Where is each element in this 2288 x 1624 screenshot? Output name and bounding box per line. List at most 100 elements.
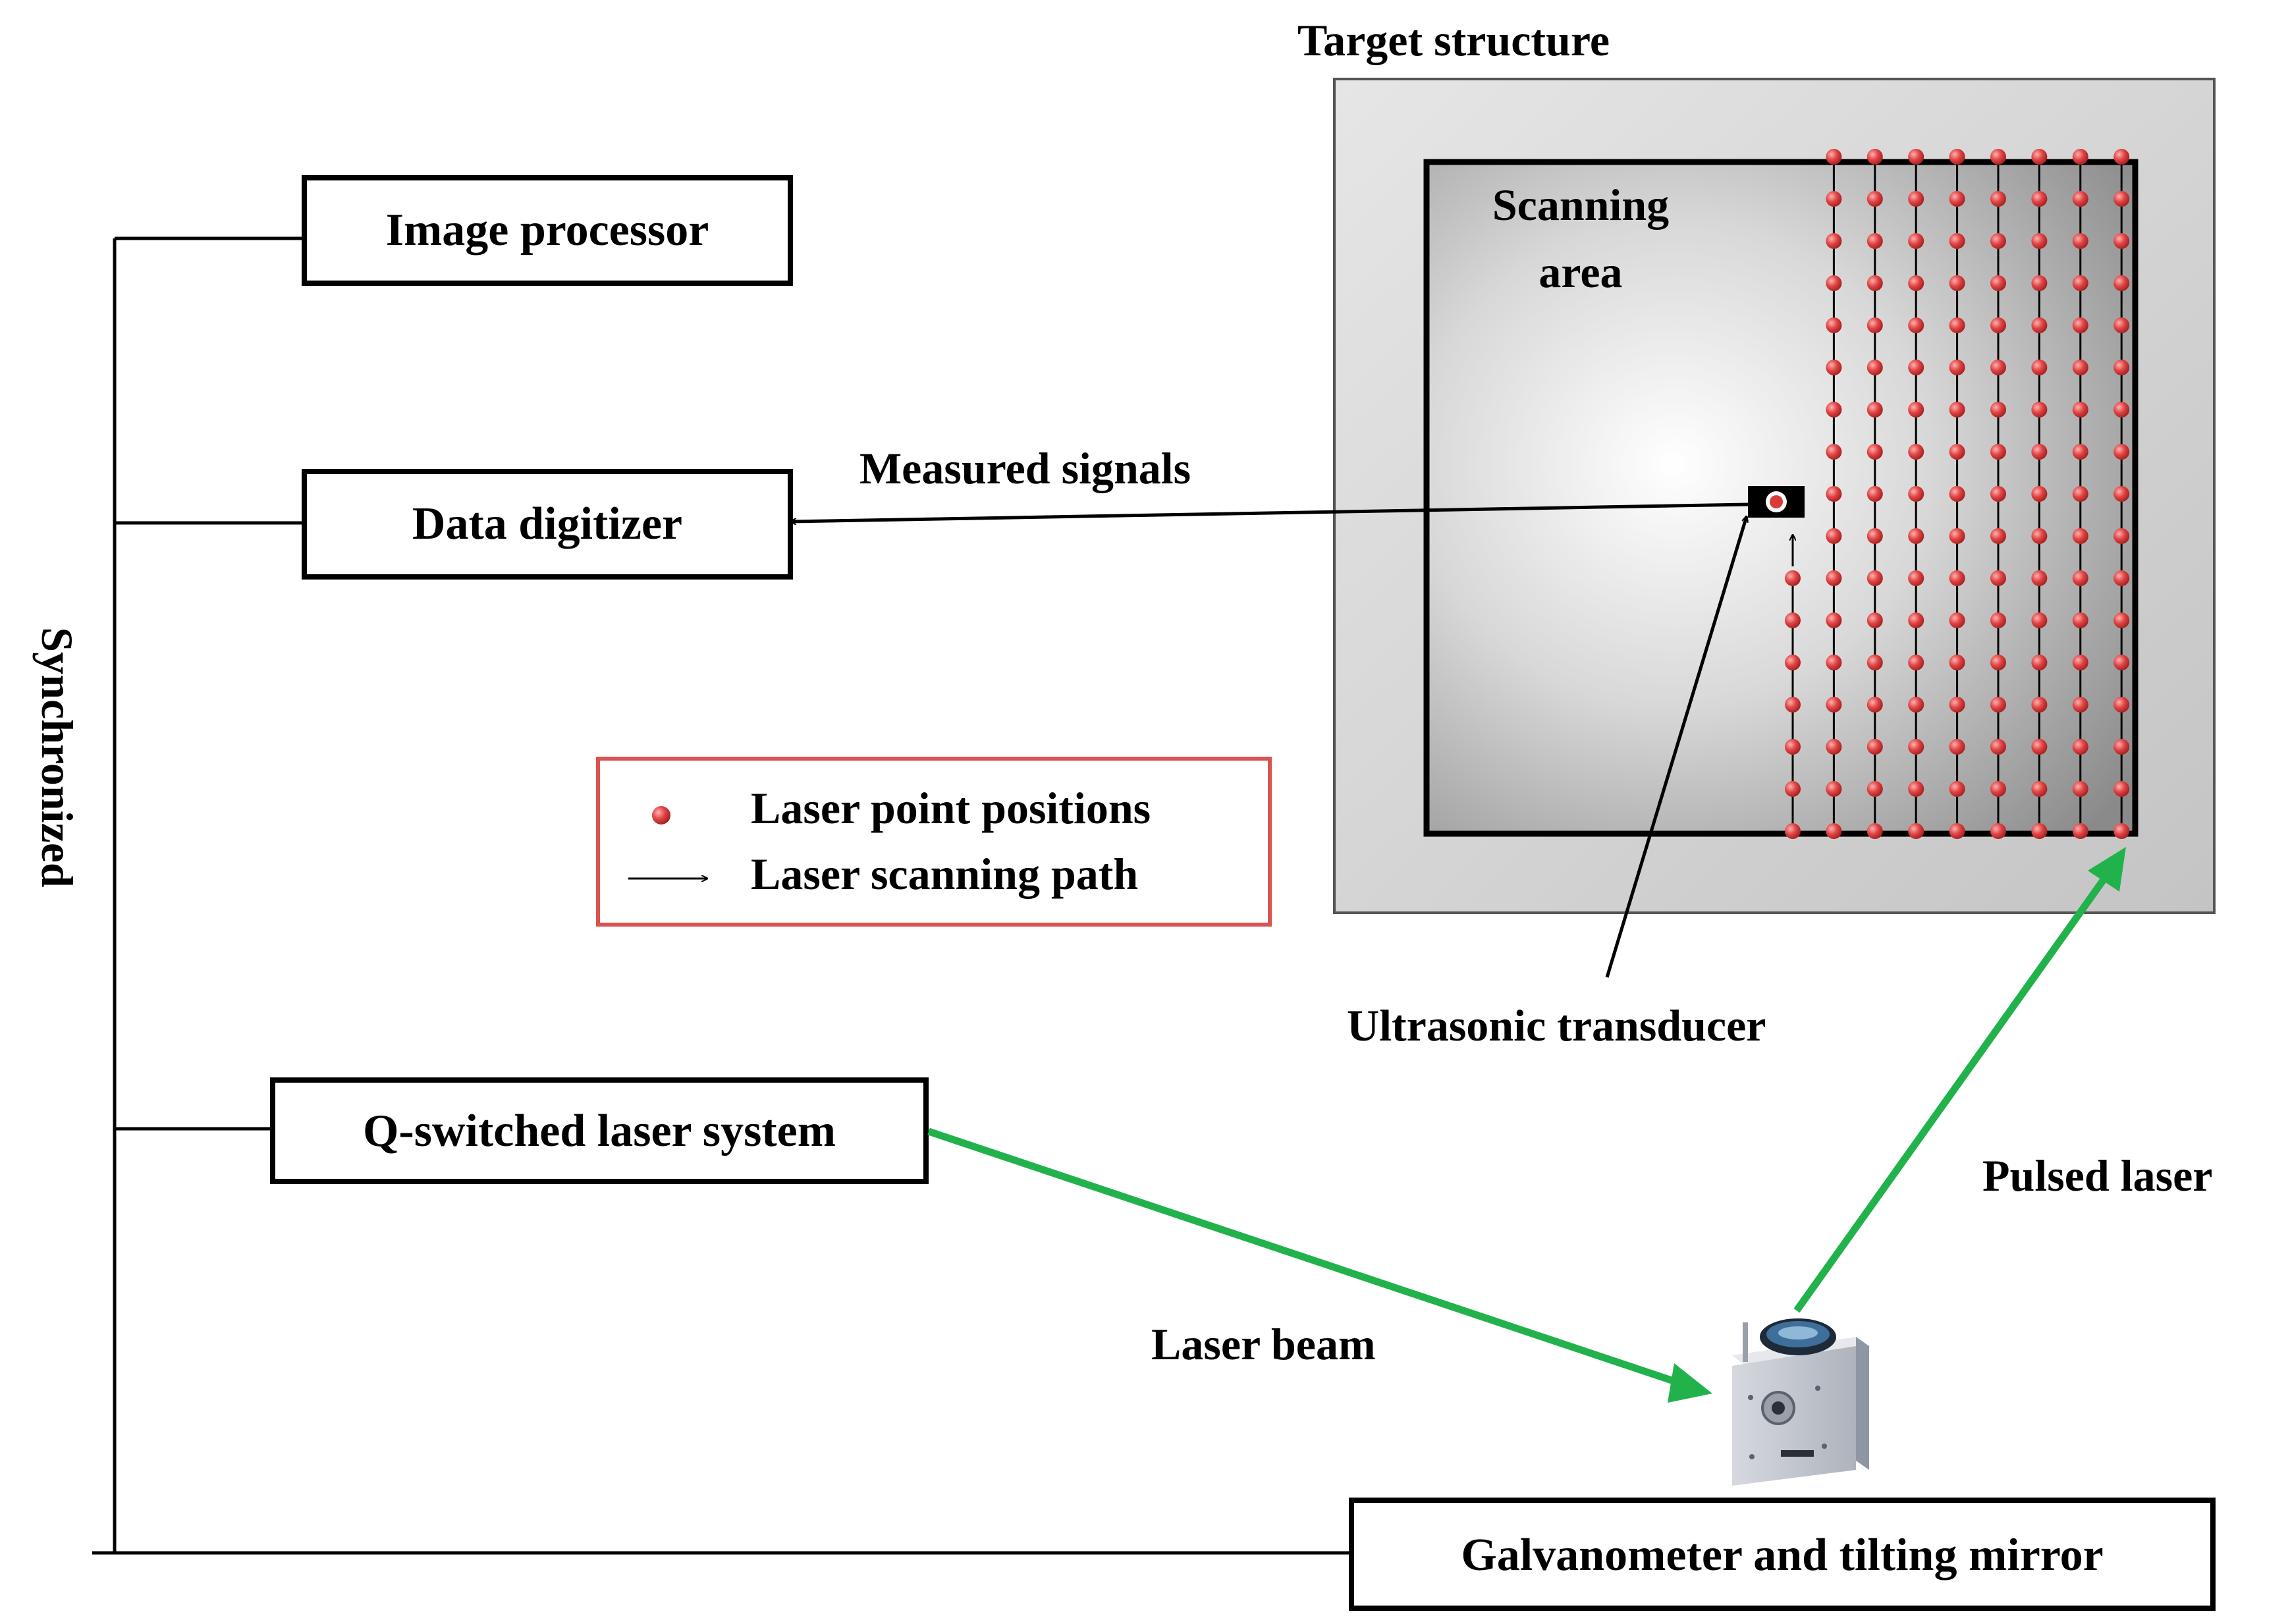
- laser-point: [1826, 317, 1842, 333]
- laser-point: [2113, 655, 2130, 670]
- laser-point: [2113, 402, 2130, 418]
- laser-point: [1785, 781, 1801, 797]
- synchronization-bus: [92, 236, 1351, 1555]
- laser-beams: [927, 847, 2126, 1403]
- laser-point: [2072, 149, 2088, 165]
- laser-point: [1990, 191, 2006, 207]
- laser-point: [2113, 486, 2130, 502]
- laser-point: [2072, 360, 2088, 375]
- laser-point: [1990, 823, 2006, 839]
- laser-point: [2031, 149, 2048, 165]
- laser-point: [1990, 275, 2006, 291]
- laser-point: [1785, 739, 1801, 755]
- laser-point: [1866, 486, 1883, 502]
- laser-point: [2113, 360, 2130, 375]
- laser-point: [2113, 781, 2130, 797]
- laser-beam-line: [927, 1127, 1704, 1395]
- laser-point: [1949, 612, 1965, 628]
- scanning-area-label-line2: area: [1539, 247, 1622, 297]
- laser-point: [1949, 275, 1965, 291]
- laser-point: [1908, 360, 1924, 375]
- laser-point: [2072, 233, 2088, 249]
- laser-point: [1990, 781, 2006, 797]
- data-digitizer-label: Data digitizer: [412, 499, 682, 549]
- laser-point: [2031, 739, 2048, 755]
- legend-point-label: Laser point positions: [751, 783, 1151, 833]
- laser-point: [1826, 402, 1842, 418]
- laser-point: [1826, 149, 1842, 165]
- laser-point: [2072, 570, 2088, 586]
- transducer-dot: [1770, 495, 1783, 508]
- laser-point: [1990, 149, 2006, 165]
- laser-point: [2113, 823, 2130, 839]
- laser-point: [1908, 149, 1924, 165]
- laser-point: [2031, 275, 2048, 291]
- laser-point: [1908, 191, 1924, 207]
- laser-point: [1866, 444, 1883, 460]
- pulsed-laser-line: [1793, 855, 2123, 1313]
- laser-point: [2072, 402, 2088, 418]
- laser-point: [1908, 570, 1924, 586]
- laser-point: [2113, 528, 2130, 544]
- laser-point: [2031, 697, 2048, 713]
- laser-point: [2031, 233, 2048, 249]
- laser-point: [1866, 781, 1883, 797]
- laser-point: [1866, 655, 1883, 670]
- laser-point: [2113, 233, 2130, 249]
- laser-point: [1908, 275, 1924, 291]
- laser-point: [1990, 486, 2006, 502]
- laser-point: [1949, 191, 1965, 207]
- laser-point: [1866, 528, 1883, 544]
- laser-point: [2072, 444, 2088, 460]
- target-structure-label: Target structure: [1297, 15, 1610, 65]
- laser-point: [2031, 317, 2048, 333]
- laser-point: [1908, 781, 1924, 797]
- scanning-area-label-line1: Scanning: [1492, 180, 1669, 230]
- galvanometer-box[interactable]: Galvanometer and tilting mirror: [1349, 1498, 2216, 1611]
- laser-point: [1990, 612, 2006, 628]
- laser-point: [1866, 697, 1883, 713]
- image-processor-box[interactable]: Image processor: [302, 175, 793, 286]
- laser-point: [1866, 275, 1883, 291]
- laser-point: [1949, 486, 1965, 502]
- laser-point: [1866, 317, 1883, 333]
- legend-path-label: Laser scanning path: [751, 849, 1138, 899]
- q-switched-laser-box[interactable]: Q-switched laser system: [270, 1077, 929, 1184]
- image-processor-label: Image processor: [386, 205, 709, 256]
- laser-point: [1990, 360, 2006, 375]
- laser-point: [1949, 739, 1965, 755]
- pulsed-laser-label: Pulsed laser: [1982, 1150, 2212, 1201]
- laser-point: [2031, 570, 2048, 586]
- laser-point: [1949, 317, 1965, 333]
- laser-point: [1990, 570, 2006, 586]
- laser-point: [1908, 612, 1924, 628]
- laser-point: [2072, 275, 2088, 291]
- laser-point: [1866, 360, 1883, 375]
- laser-point: [1990, 528, 2006, 544]
- laser-point: [1866, 612, 1883, 628]
- laser-point: [1990, 317, 2006, 333]
- laser-point: [2072, 612, 2088, 628]
- laser-point: [1949, 823, 1965, 839]
- laser-point: [2113, 697, 2130, 713]
- laser-point: [1826, 275, 1842, 291]
- laser-point: [2072, 317, 2088, 333]
- laser-point: [2031, 781, 2048, 797]
- laser-point: [1908, 823, 1924, 839]
- laser-point: [1785, 655, 1801, 670]
- laser-point: [2072, 739, 2088, 755]
- laser-point: [1990, 655, 2006, 670]
- laser-point: [1826, 570, 1842, 586]
- data-digitizer-box[interactable]: Data digitizer: [302, 469, 793, 580]
- laser-point: [1826, 191, 1842, 207]
- laser-point: [2031, 444, 2048, 460]
- laser-point: [2113, 739, 2130, 755]
- galvanometer-label: Galvanometer and tilting mirror: [1461, 1530, 2103, 1581]
- laser-point: [1908, 739, 1924, 755]
- laser-point: [1826, 739, 1842, 755]
- laser-point: [1908, 444, 1924, 460]
- laser-point: [2113, 191, 2130, 207]
- laser-point: [1908, 697, 1924, 713]
- laser-point: [2072, 823, 2088, 839]
